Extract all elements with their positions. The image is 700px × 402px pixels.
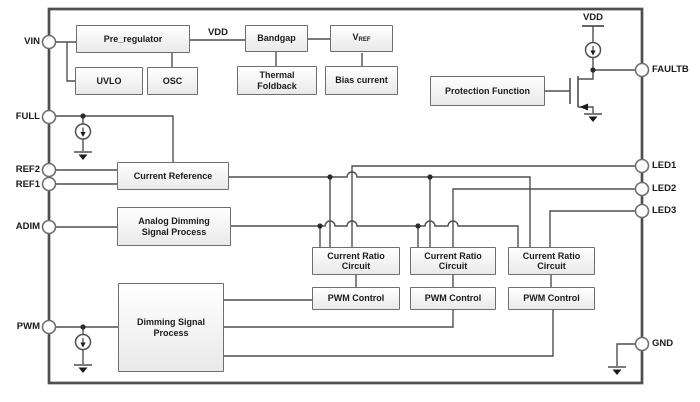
net-dim-out2 xyxy=(224,310,454,328)
pin-faultb xyxy=(634,62,650,78)
pin-vin xyxy=(41,34,57,50)
net-current-reference-out xyxy=(229,171,531,247)
block-analog-dimming-label: Analog Dimming Signal Process xyxy=(138,216,210,237)
pin-label-faultb: FAULTB xyxy=(652,64,689,75)
net-dim-out3 xyxy=(224,310,554,357)
mosfet-source-arrow xyxy=(579,103,588,111)
pin-adim xyxy=(41,219,57,235)
vref-main: V xyxy=(352,31,359,42)
block-vref: VREF xyxy=(330,25,393,52)
vdd-supply-label: VDD xyxy=(582,12,604,23)
block-bias-current: Bias current xyxy=(325,66,398,95)
net-full xyxy=(56,115,174,162)
block-pwm-control-3-label: PWM Control xyxy=(523,293,580,304)
net-adim-rail xyxy=(231,220,519,247)
block-osc: OSC xyxy=(147,67,198,95)
mosfet-icon xyxy=(545,76,594,113)
pin-gnd xyxy=(634,336,650,352)
pin-ref2 xyxy=(41,162,57,178)
block-osc-label: OSC xyxy=(162,75,183,86)
pin-label-pwm: PWM xyxy=(16,321,40,332)
pin-led2 xyxy=(634,181,650,197)
block-thermal-foldback: Thermal Foldback xyxy=(237,66,317,95)
block-pre-regulator: Pre_regulator xyxy=(76,25,190,53)
ground-icon xyxy=(608,366,626,375)
block-analog-dimming: Analog Dimming Signal Process xyxy=(117,207,231,246)
block-pwm-control-1-label: PWM Control xyxy=(327,293,385,304)
net-led1 xyxy=(351,165,635,247)
block-protection-function-label: Protection Function xyxy=(445,85,530,96)
pin-pwm xyxy=(41,319,57,335)
block-vref-label: VREF xyxy=(352,32,370,46)
current-source-arrowhead xyxy=(80,342,86,348)
pin-label-full: FULL xyxy=(15,111,40,122)
block-current-ratio-2-label: Current Ratio Circuit xyxy=(424,250,482,272)
pin-label-adim: ADIM xyxy=(15,221,40,232)
pin-label-ref1: REF1 xyxy=(15,179,40,190)
block-bandgap-label: Bandgap xyxy=(257,33,296,44)
block-current-ratio-1: Current Ratio Circuit xyxy=(312,247,400,275)
pin-full xyxy=(41,109,57,125)
pin-label-vin: VIN xyxy=(24,36,40,47)
block-bias-current-label: Bias current xyxy=(335,75,388,86)
block-pwm-control-3: PWM Control xyxy=(508,287,595,310)
block-protection-function: Protection Function xyxy=(430,76,545,106)
block-pwm-control-1: PWM Control xyxy=(312,287,400,310)
block-pre-regulator-label: Pre_regulator xyxy=(103,33,163,44)
vref-sub: REF xyxy=(358,36,371,43)
net-vin xyxy=(56,41,76,82)
ground-icon xyxy=(74,151,92,160)
block-current-ratio-2: Current Ratio Circuit xyxy=(410,247,496,275)
pin-label-led1: LED1 xyxy=(652,160,677,171)
current-source-arrowhead xyxy=(590,50,596,56)
block-dimming-signal-label: Dimming Signal Process xyxy=(136,317,205,338)
pin-label-led3: LED3 xyxy=(652,205,677,216)
block-thermal-foldback-label: Thermal Foldback xyxy=(257,70,297,91)
pin-led3 xyxy=(634,203,650,219)
pin-led1 xyxy=(634,158,650,174)
block-current-reference-label: Current Reference xyxy=(133,170,213,181)
junction-dots xyxy=(80,67,596,330)
ground-icon xyxy=(584,113,602,122)
vdd-rail-label: VDD xyxy=(207,27,229,38)
net-ratio-to-pwm xyxy=(355,275,552,287)
pin-label-led2: LED2 xyxy=(652,183,677,194)
block-pwm-control-2-label: PWM Control xyxy=(424,293,482,304)
pin-ref1 xyxy=(41,176,57,192)
net-led2 xyxy=(452,188,635,247)
block-bandgap: Bandgap xyxy=(245,25,308,52)
block-current-ratio-1-label: Current Ratio Circuit xyxy=(327,250,385,272)
block-current-ratio-3-label: Current Ratio Circuit xyxy=(522,250,581,272)
net-mosfet-drain xyxy=(578,70,594,80)
pin-label-gnd: GND xyxy=(652,338,674,349)
ground-icon xyxy=(74,364,92,373)
block-uvlo: UVLO xyxy=(75,67,143,95)
block-dimming-signal: Dimming Signal Process xyxy=(118,283,224,372)
current-source-arrowhead xyxy=(80,132,86,137)
pin-label-ref2: REF2 xyxy=(15,164,40,175)
block-uvlo-label: UVLO xyxy=(96,75,122,86)
block-current-ratio-3: Current Ratio Circuit xyxy=(508,247,595,275)
block-current-reference: Current Reference xyxy=(117,162,229,190)
net-gnd xyxy=(616,343,636,366)
block-pwm-control-2: PWM Control xyxy=(410,287,496,310)
net-led3 xyxy=(549,210,635,247)
